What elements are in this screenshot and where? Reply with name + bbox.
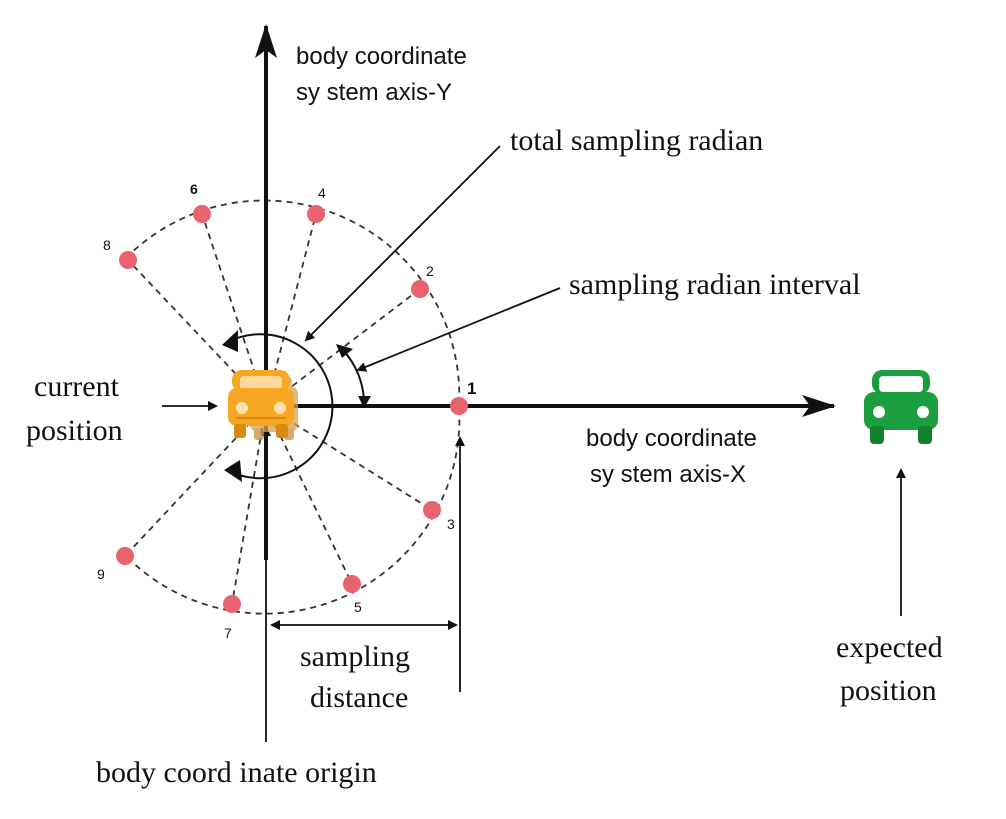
current-car-icon [228,370,298,440]
sample-label-6: 6 [190,181,198,197]
radian-interval-arrowhead-top [336,344,353,358]
expected-position-label-line2: position [840,674,937,707]
body-origin-label: body coord inate origin [96,756,377,789]
axis-x-label-line2: sy stem axis-X [590,461,746,488]
sample-points [116,205,468,613]
sample-point-3 [423,501,441,519]
sample-point-7 [223,595,241,613]
sample-label-5: 5 [354,599,362,615]
sample-point-6 [193,205,211,223]
current-position-label-line2: position [26,414,123,447]
sample-label-8: 8 [103,237,111,253]
total-radian-callout [304,145,501,342]
sampling-radian-interval-label: sampling radian interval [569,268,861,301]
axis-y-label-line1: body coordinate [296,43,467,70]
sample-label-1: 1 [467,379,476,398]
sample-point-8 [119,251,137,269]
total-radian-arrowhead-top [222,330,238,352]
sample-point-9 [116,547,134,565]
sample-label-3: 3 [447,516,455,532]
radian-interval-arrowhead-bottom [358,396,371,408]
total-sampling-radian-label: total sampling radian [510,124,763,157]
sample-label-2: 2 [426,263,434,279]
radian-interval-callout [356,287,561,372]
axis-y-label-line2: sy stem axis-Y [296,79,452,106]
current-position-label-line1: current [34,370,120,403]
radian-interval-arc [341,348,365,404]
sample-point-1 [450,397,468,415]
sampling-distance-label-line1: sampling [300,640,410,673]
expected-car-icon [864,370,938,444]
expected-position-label-line1: expected [836,631,943,664]
sampling-distance-label-line2: distance [310,681,408,714]
axis-x-label-line1: body coordinate [586,425,757,452]
total-radian-arrowhead-bottom [224,460,242,482]
sample-label-7: 7 [224,625,232,641]
sample-point-5 [343,575,361,593]
sample-label-9: 9 [97,566,105,582]
sample-label-4: 4 [318,185,326,201]
sample-point-2 [411,280,429,298]
sample-point-4 [307,205,325,223]
